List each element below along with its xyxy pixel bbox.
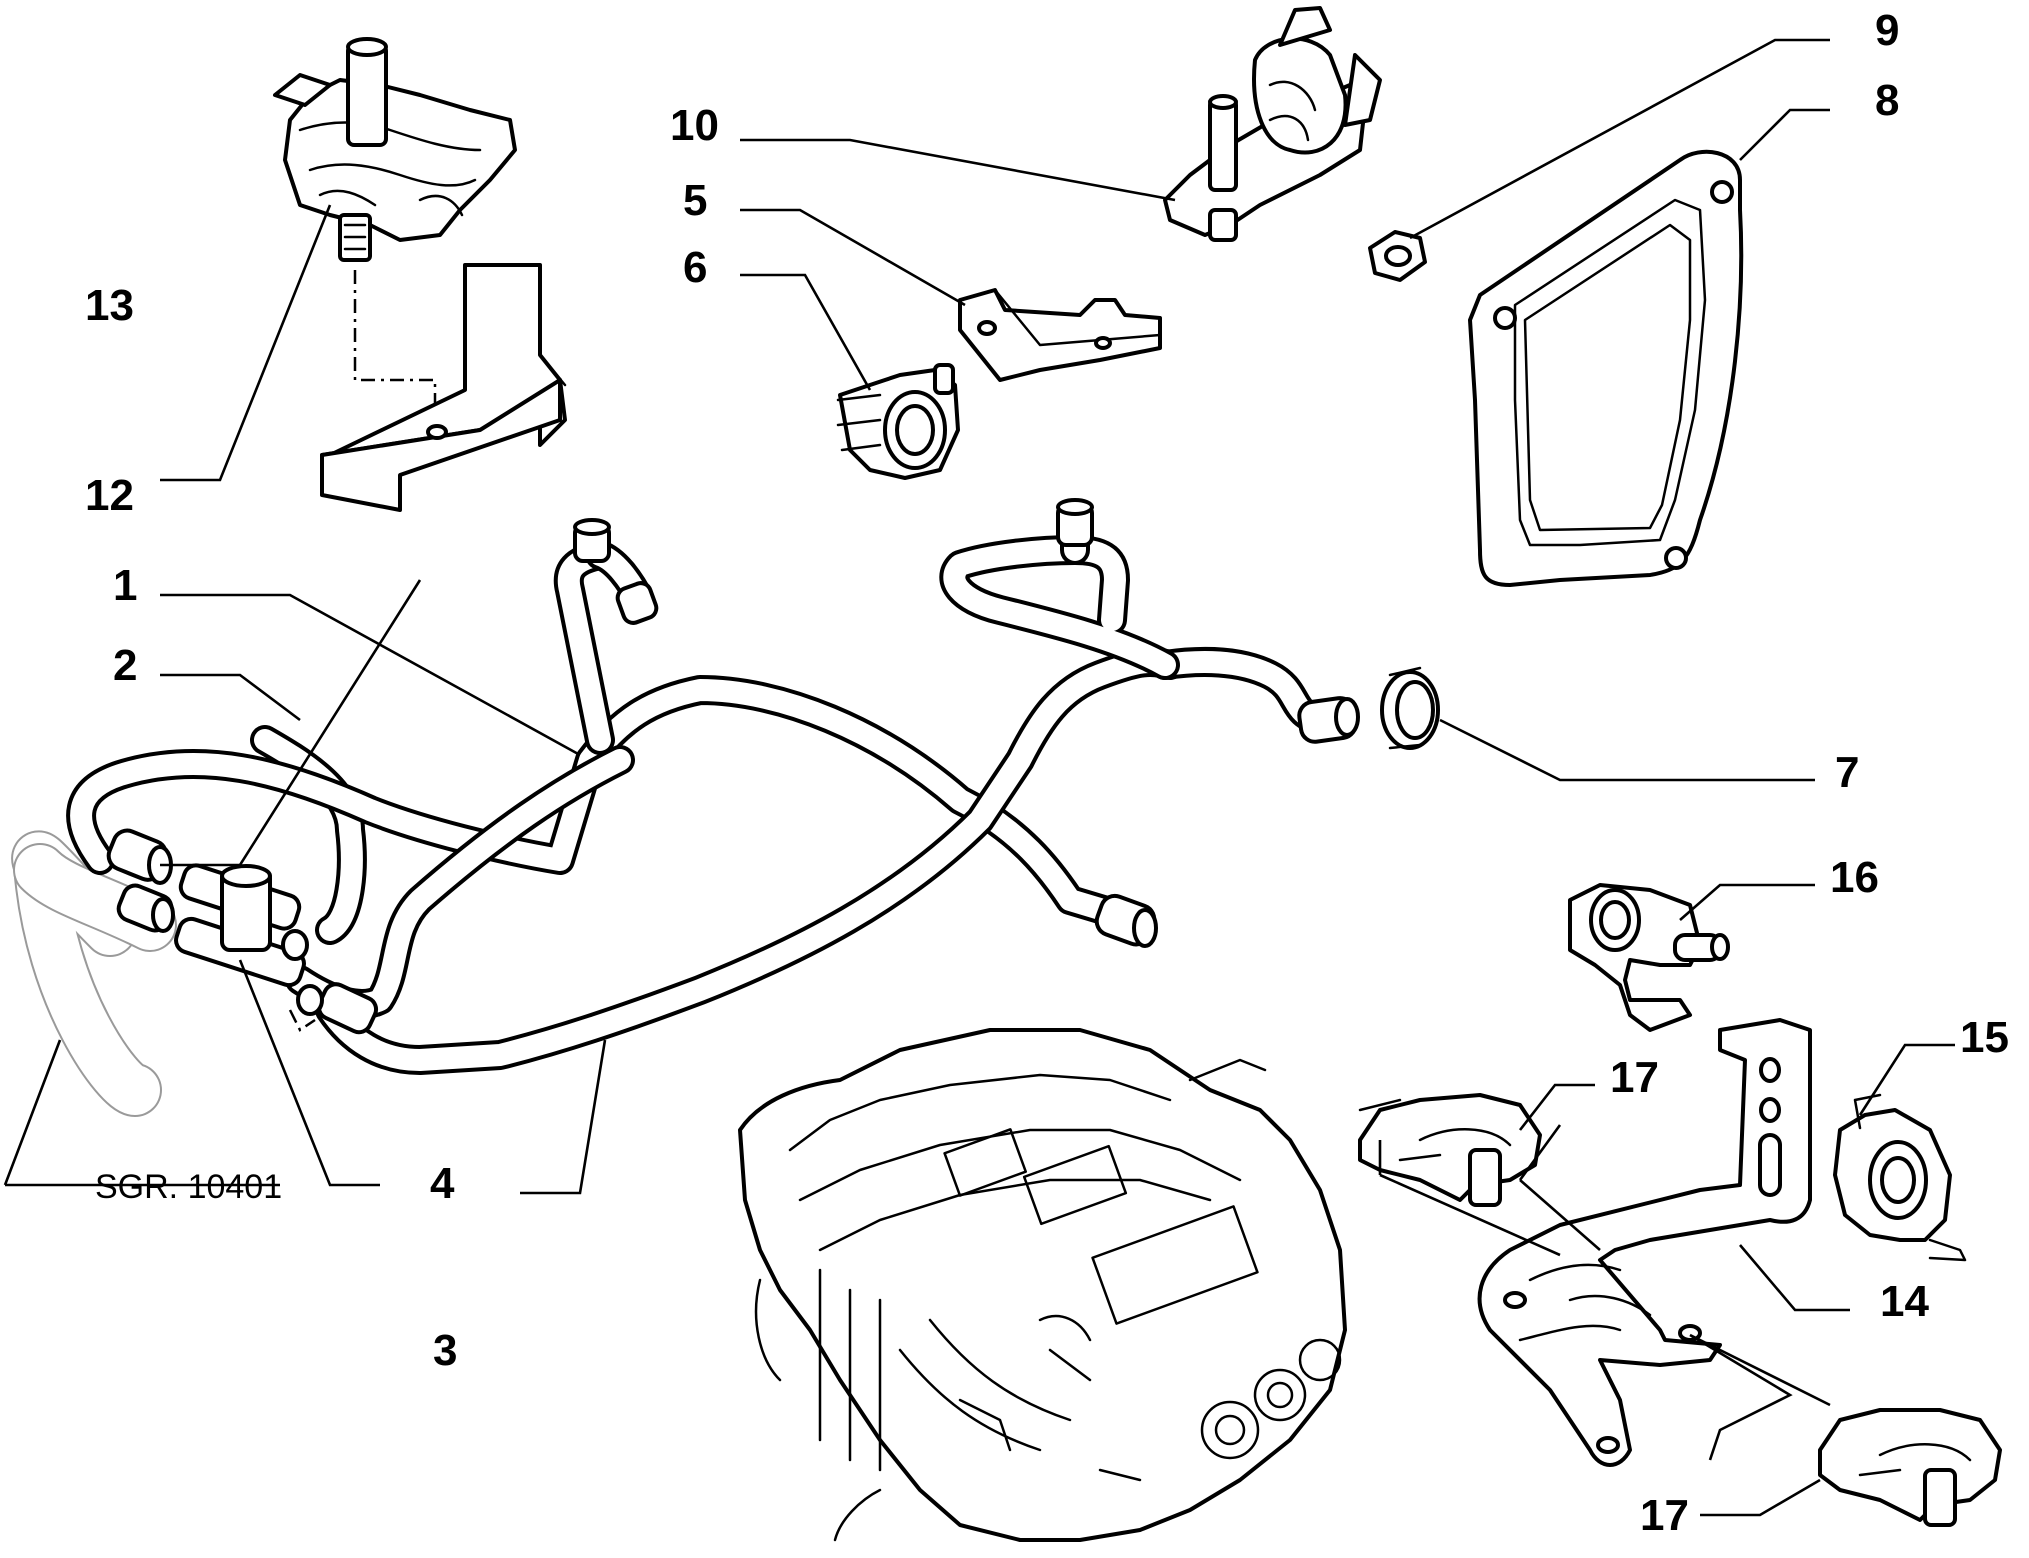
part-7-clamp [1380,666,1440,750]
locator-line-17-lower [1689,1333,1831,1461]
callout-8: 8 [1875,76,1899,125]
callout-4: 4 [430,1159,455,1208]
part-13-valve-assembly [273,37,517,262]
part-17-clamp-upper [1358,1093,1542,1207]
reference-sgr-10401: SGR. 10401 [95,1168,282,1206]
callout-17-upper: 17 [1610,1053,1659,1102]
part-15-clip [1833,1093,1967,1262]
leader-lines [3,38,1955,1517]
part-8-gasket [1468,149,1744,587]
callout-15: 15 [1960,1013,2009,1062]
part-12-bracket [320,263,567,512]
part-9-nut [1368,230,1427,282]
part-5-bracket [958,288,1162,382]
callout-2: 2 [113,641,137,690]
part-4-valve [174,863,324,1032]
part-16-clip [1568,883,1730,1032]
callout-6: 6 [683,243,707,292]
locator-line-17-upper [1378,1124,1601,1257]
part-17-clamp-lower [1818,1408,2002,1527]
heater-hoses [11,498,1360,1117]
heater-unit [738,1028,1347,1542]
callout-17-lower: 17 [1640,1491,1689,1540]
callout-1: 1 [113,561,137,610]
part-14-bracket [1477,1018,1812,1467]
callout-5: 5 [683,176,707,225]
callout-16: 16 [1830,853,1879,902]
alignment-dashed-line [353,270,437,425]
callout-7: 7 [1835,748,1859,797]
callout-12: 12 [85,471,134,520]
callout-3: 3 [433,1326,457,1375]
part-10-valve [1163,6,1382,242]
callout-9: 9 [1875,6,1899,55]
callout-labels: 13 12 1 2 4 3 SGR. 10401 10 5 6 9 8 7 16… [85,6,2009,1540]
callout-10: 10 [670,101,719,150]
part-6-clip [836,363,960,480]
callout-13: 13 [85,281,134,330]
callout-14: 14 [1880,1277,1929,1326]
